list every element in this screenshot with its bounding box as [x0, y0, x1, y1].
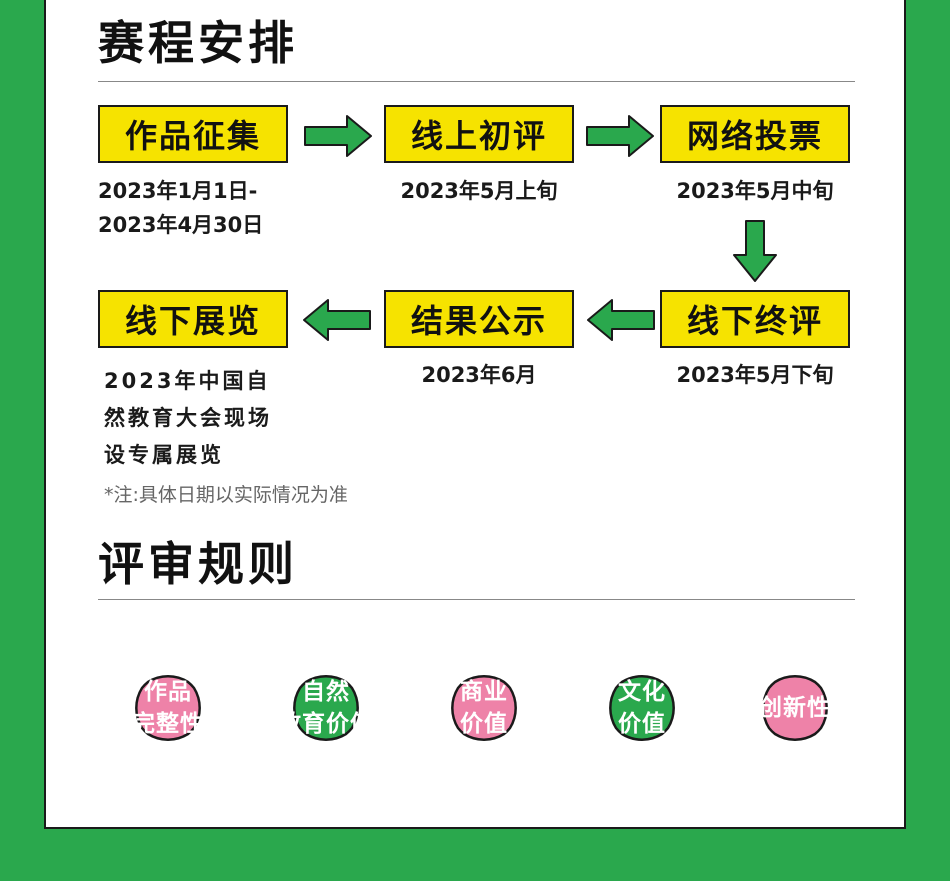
- criterion-label: 自然 教育价值: [278, 679, 374, 737]
- step-date-work-collection: 2023年1月1日- 2023年4月30日: [98, 174, 263, 242]
- date-line: 2023年5月上旬: [400, 179, 558, 203]
- rules-title: 评审规则: [98, 537, 298, 591]
- arrow-right-icon: [304, 115, 372, 157]
- arrow-down-icon: [733, 220, 777, 282]
- flower-badge-icon: [451, 675, 517, 741]
- flower-badge-icon: [762, 675, 828, 741]
- criterion-innovation: 创新性: [725, 638, 865, 778]
- date-line: 2023年中国自: [104, 369, 271, 393]
- step-work-collection: 作品征集: [98, 105, 288, 163]
- date-line: 2023年1月1日-: [98, 179, 258, 203]
- criterion-label: 文化 价值: [618, 679, 666, 737]
- step-online-review: 线上初评: [384, 105, 574, 163]
- step-date-final-review: 2023年5月下旬: [650, 358, 860, 392]
- step-offline-exhibition: 线下展览: [98, 290, 288, 348]
- criterion-commercial: 商业 价值: [414, 638, 554, 778]
- date-line: 2023年5月中旬: [676, 179, 834, 203]
- arrow-left-icon: [587, 299, 655, 341]
- arrow-left-icon: [303, 299, 371, 341]
- flower-badge-icon: [293, 675, 359, 741]
- date-line: 设专属展览: [104, 443, 224, 467]
- date-line: 然教育大会现场: [104, 406, 272, 430]
- arrow-right-icon: [586, 115, 654, 157]
- step-date-result-announce: 2023年6月: [384, 358, 574, 392]
- criterion-label: 创新性: [759, 695, 831, 721]
- schedule-note: *注:具体日期以实际情况为准: [104, 484, 348, 506]
- schedule-divider: [98, 81, 855, 82]
- criterion-label: 作品 完整性: [132, 679, 204, 737]
- step-final-review: 线下终评: [660, 290, 850, 348]
- flower-badge-icon: [609, 675, 675, 741]
- date-line: 2023年4月30日: [98, 213, 264, 237]
- step-date-online-review: 2023年5月上旬: [384, 174, 574, 208]
- rules-divider: [98, 599, 855, 600]
- date-line: 2023年6月: [421, 363, 537, 387]
- step-date-online-vote: 2023年5月中旬: [650, 174, 860, 208]
- criterion-completeness: 作品 完整性: [98, 638, 238, 778]
- schedule-title: 赛程安排: [98, 16, 298, 70]
- step-date-offline-exhibition: 2023年中国自 然教育大会现场 设专属展览: [104, 363, 272, 474]
- step-online-vote: 网络投票: [660, 105, 850, 163]
- criterion-nature-education: 自然 教育价值: [256, 638, 396, 778]
- step-result-announce: 结果公示: [384, 290, 574, 348]
- criterion-label: 商业 价值: [460, 679, 508, 737]
- date-line: 2023年5月下旬: [676, 363, 834, 387]
- flower-badge-icon: [135, 675, 201, 741]
- criterion-cultural: 文化 价值: [572, 638, 712, 778]
